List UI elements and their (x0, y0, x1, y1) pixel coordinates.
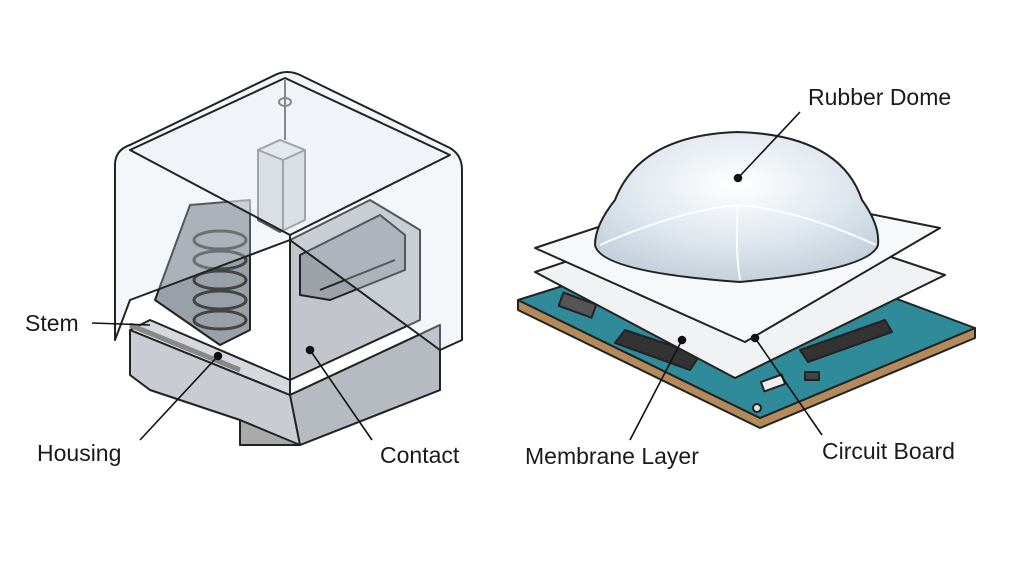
switch-base-housing (129, 324, 441, 446)
label-rubber-dome: Rubber Dome (808, 84, 952, 110)
rubber-dome-part (594, 131, 880, 283)
label-circuit-board: Circuit Board (822, 438, 955, 464)
membrane-assembly (517, 131, 976, 429)
label-housing: Housing (37, 440, 122, 466)
mechanical-switch (114, 71, 463, 446)
spring (192, 229, 248, 331)
leader-lines (91, 111, 823, 441)
label-contact: Contact (380, 442, 460, 468)
label-membrane-layer: Membrane Layer (525, 443, 699, 469)
label-stem: Stem (25, 310, 79, 336)
transparent-shell (114, 71, 463, 395)
